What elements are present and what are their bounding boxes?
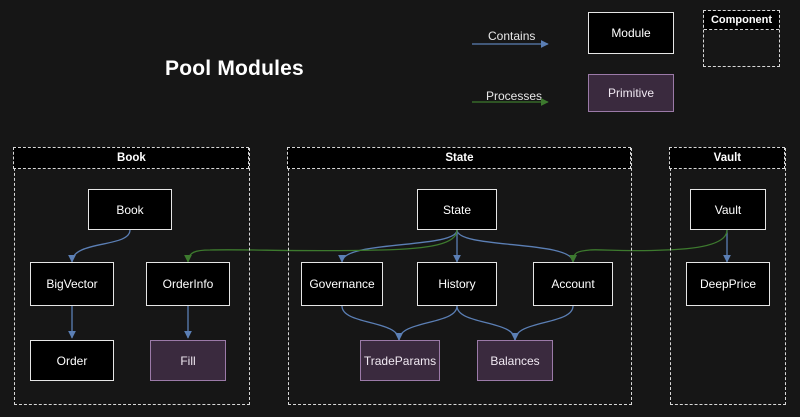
node-vault[interactable]: Vault [690,189,766,230]
component-state-title: State [287,147,631,169]
legend-component-label: Component [704,11,779,30]
node-balances-label: Balances [490,354,539,368]
node-balances[interactable]: Balances [477,340,553,381]
node-tradeparams-label: TradeParams [364,354,436,368]
legend-module-label: Module [611,26,650,40]
node-history[interactable]: History [417,262,497,306]
node-account[interactable]: Account [533,262,613,306]
node-governance-label: Governance [309,277,374,291]
node-book[interactable]: Book [88,189,172,230]
node-fill[interactable]: Fill [150,340,226,381]
node-order-label: Order [57,354,88,368]
node-book-label: Book [116,203,143,217]
node-orderinfo-label: OrderInfo [163,277,214,291]
node-bigvector[interactable]: BigVector [30,262,114,306]
page-title: Pool Modules [165,57,304,81]
legend-module-box: Module [588,12,674,54]
node-fill-label: Fill [180,354,195,368]
node-vault-label: Vault [715,203,741,217]
node-tradeparams[interactable]: TradeParams [360,340,440,381]
node-account-label: Account [551,277,594,291]
legend-primitive-box: Primitive [588,74,674,112]
node-history-label: History [438,277,475,291]
node-deepprice[interactable]: DeepPrice [686,262,770,306]
legend-arrow-icons [470,36,560,108]
node-state[interactable]: State [417,189,497,230]
component-vault-title: Vault [669,147,785,169]
node-deepprice-label: DeepPrice [700,277,756,291]
node-order[interactable]: Order [30,340,114,381]
legend-primitive-label: Primitive [608,86,654,100]
node-governance[interactable]: Governance [301,262,383,306]
node-bigvector-label: BigVector [46,277,97,291]
component-book-title: Book [13,147,249,169]
node-orderinfo[interactable]: OrderInfo [146,262,230,306]
node-state-label: State [443,203,471,217]
legend-component-box: Component [703,10,780,67]
